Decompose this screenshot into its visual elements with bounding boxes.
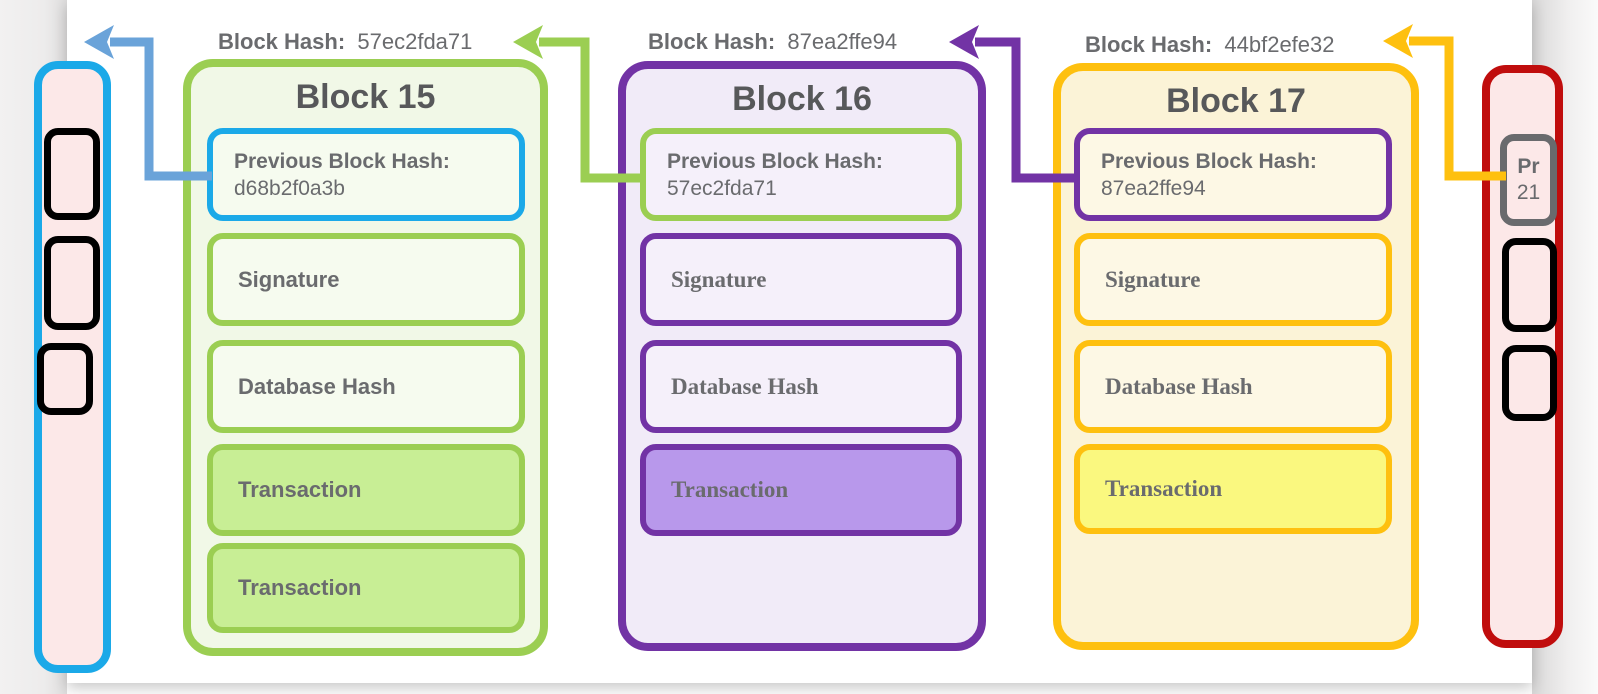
- previous-block-hash-box: Previous Block Hash: 57ec2fda71: [640, 128, 962, 221]
- block-hash-value: 57ec2fda71: [357, 29, 473, 54]
- database-hash-box: Database Hash: [640, 340, 962, 433]
- transaction-box: Transaction: [640, 444, 962, 536]
- previous-block-hash-label: Previous Block Hash:: [234, 149, 456, 173]
- previous-block-hash-label: Previous Block Hash:: [1101, 149, 1323, 173]
- right-partial-block: Pr 21: [1482, 65, 1563, 648]
- truncated-prev-hash-label: Pr: [1517, 155, 1540, 178]
- mini-box: [1502, 345, 1557, 421]
- mini-box: [37, 343, 93, 415]
- block-16: Block 16 Previous Block Hash: 57ec2fda71…: [618, 61, 986, 651]
- database-hash-box: Database Hash: [207, 340, 525, 433]
- block-hash-label-text: Block Hash:: [218, 29, 352, 54]
- previous-block-hash-box: Previous Block Hash: 87ea2ffe94: [1074, 128, 1392, 221]
- block-hash-label-text: Block Hash:: [1085, 32, 1219, 57]
- block-hash-value: 44bf2efe32: [1224, 32, 1335, 57]
- block-17: Block 17 Previous Block Hash: 87ea2ffe94…: [1053, 63, 1419, 650]
- block-15: Block 15 Previous Block Hash: d68b2f0a3b…: [183, 59, 548, 656]
- previous-block-hash-label: Previous Block Hash:: [667, 149, 889, 173]
- block-title: Block 16: [732, 80, 872, 118]
- transaction-box: Transaction: [207, 444, 525, 536]
- mini-box: [1502, 238, 1557, 332]
- transaction-box: Transaction: [207, 543, 525, 633]
- block-hash-label-text: Block Hash:: [648, 29, 782, 54]
- mini-box: [44, 128, 100, 220]
- signature-box: Signature: [1074, 233, 1392, 326]
- truncated-prev-hash-value: 21: [1516, 181, 1541, 204]
- signature-box: Signature: [207, 233, 525, 326]
- previous-block-hash-value: d68b2f0a3b: [234, 176, 345, 200]
- block-title: Block 15: [295, 78, 436, 116]
- previous-block-hash-value: 87ea2ffe94: [1101, 176, 1206, 200]
- block-hash-value: 87ea2ffe94: [787, 29, 898, 54]
- block-hash-label-17: Block Hash: 44bf2efe32: [1085, 32, 1335, 58]
- block-hash-label-16: Block Hash: 87ea2ffe94: [648, 29, 897, 55]
- transaction-box: Transaction: [1074, 444, 1392, 534]
- mini-box: [44, 236, 100, 330]
- block-hash-label-15: Block Hash: 57ec2fda71: [218, 29, 472, 55]
- previous-block-hash-box: Previous Block Hash: d68b2f0a3b: [207, 128, 525, 221]
- previous-block-hash-value: 57ec2fda71: [667, 176, 777, 200]
- truncated-prev-hash-box: Pr 21: [1500, 134, 1557, 226]
- block-title: Block 17: [1166, 82, 1306, 120]
- left-partial-block: [34, 61, 111, 673]
- signature-box: Signature: [640, 233, 962, 326]
- database-hash-box: Database Hash: [1074, 340, 1392, 433]
